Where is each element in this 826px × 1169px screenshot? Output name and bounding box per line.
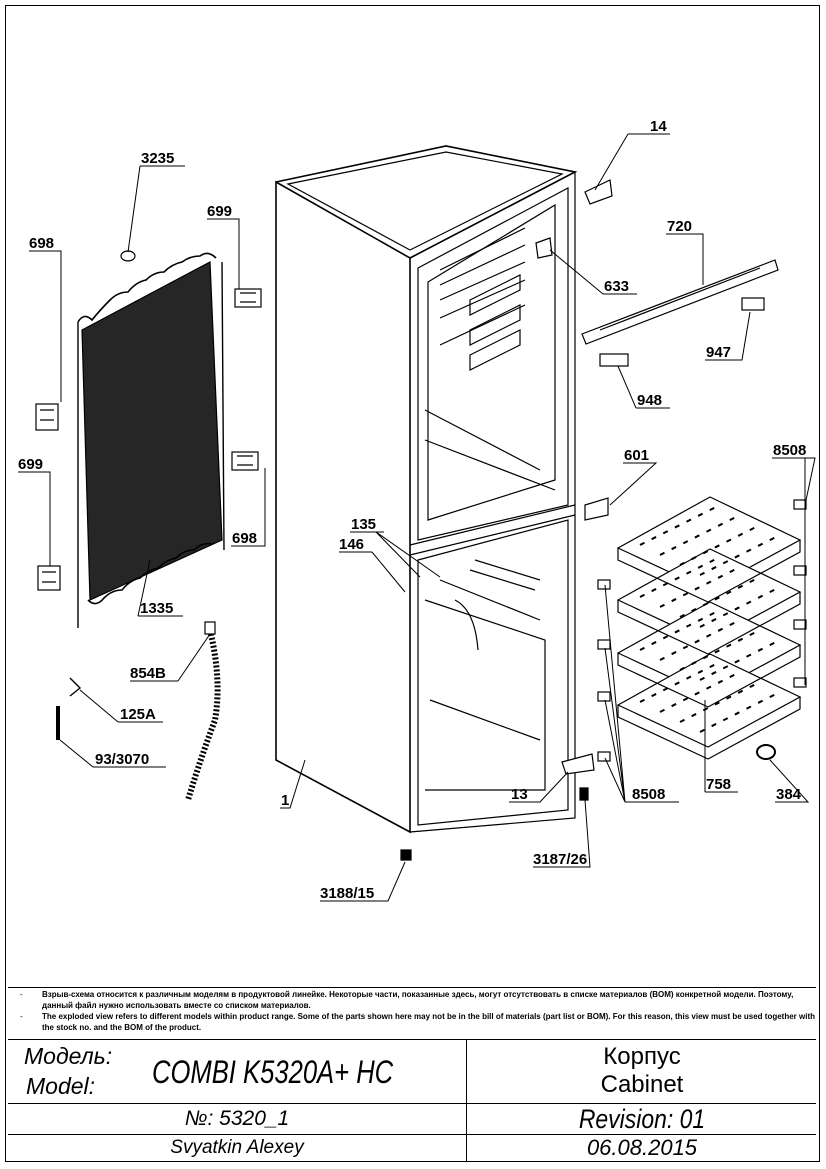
note-russian-text: Взрыв-схема относится к различным моделя… <box>42 990 794 1010</box>
drawing-number: №: 5320_1 <box>184 1107 290 1130</box>
note-english: - The exploded view refers to different … <box>20 1012 816 1032</box>
callout-1335: 1335 <box>140 600 173 617</box>
callout-720: 720 <box>667 218 692 235</box>
callout-8508-right: 8508 <box>773 442 806 459</box>
model-value: COMBI K5320A+ HC <box>152 1054 394 1090</box>
callout-1: 1 <box>281 792 289 809</box>
callout-93-3070: 93/3070 <box>95 751 149 768</box>
revision: Revision: 01 <box>578 1104 706 1134</box>
callout-14: 14 <box>650 118 667 135</box>
part-name-en: Cabinet <box>600 1071 684 1098</box>
model-label-en: Model: <box>26 1073 96 1099</box>
wire-shelves <box>616 496 802 760</box>
condenser-clips <box>35 250 262 591</box>
note-english-text: The exploded view refers to different mo… <box>42 1012 816 1032</box>
condenser-coil <box>77 252 225 628</box>
callout-146: 146 <box>339 536 364 553</box>
leader-lines <box>18 133 816 902</box>
part-name-ru: Корпус <box>603 1043 681 1070</box>
note-russian: - Взрыв-схема относится к различным моде… <box>8 989 816 1011</box>
callout-948: 948 <box>637 392 662 409</box>
callout-699-lower: 699 <box>18 456 43 473</box>
callout-135: 135 <box>351 516 376 533</box>
part-callouts: 3235 699 698 699 698 1335 854B 125A 93/3… <box>18 118 806 902</box>
callout-699-upper: 699 <box>207 203 232 220</box>
author: Svyatkin Alexey <box>170 1137 304 1158</box>
callout-3235: 3235 <box>141 150 174 167</box>
callout-854b: 854B <box>130 665 166 682</box>
callout-3188-15: 3188/15 <box>320 885 374 902</box>
callout-13: 13 <box>511 786 528 803</box>
callout-698-lower: 698 <box>232 530 257 547</box>
callout-947: 947 <box>706 344 731 361</box>
callout-3187-26: 3187/26 <box>533 851 587 868</box>
hinge-and-feet <box>400 744 776 861</box>
callout-384: 384 <box>776 786 802 803</box>
top-rail <box>535 179 779 521</box>
model-label-ru: Модель: <box>24 1043 113 1069</box>
title-block: Модель: Model: COMBI K5320A+ HC Корпус C… <box>8 1039 816 1162</box>
callout-698-upper: 698 <box>29 235 54 252</box>
date: 06.08.2015 <box>586 1135 698 1160</box>
callout-758: 758 <box>706 776 731 793</box>
exploded-view-drawing: 3235 699 698 699 698 1335 854B 125A 93/3… <box>18 118 816 902</box>
callout-601: 601 <box>624 447 649 464</box>
callout-8508-left: 8508 <box>632 786 665 803</box>
callout-125a: 125A <box>120 706 156 723</box>
cabinet-body <box>275 145 578 834</box>
sheet-border <box>5 5 820 1162</box>
disclaimer-notes: - Взрыв-схема относится к различным моде… <box>8 987 816 1033</box>
callout-633: 633 <box>604 278 629 295</box>
